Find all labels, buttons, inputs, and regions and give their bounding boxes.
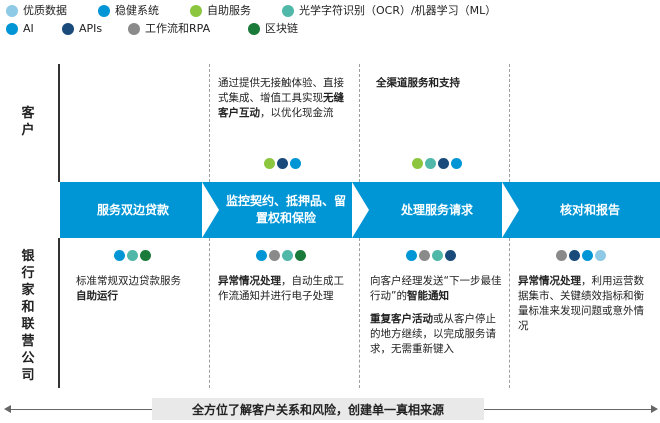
customer-dots-3 <box>412 158 462 169</box>
teal-dot-icon <box>282 5 294 17</box>
row-label-bank: 银行家和联营公司 <box>21 249 35 383</box>
navy-dot-icon <box>277 158 288 169</box>
blue-dot-icon <box>582 250 593 261</box>
blue-dot-icon <box>114 250 125 261</box>
legend-label: 稳健系统 <box>115 4 159 17</box>
legend-label: APIs <box>79 22 103 35</box>
bank-dots-3 <box>406 250 456 261</box>
legend-item-robust-systems: 稳健系统 <box>98 4 159 18</box>
teal-dot-icon <box>425 158 436 169</box>
stage-reconcile-report: 核对和报告 <box>559 202 620 217</box>
customer-dots-2 <box>264 158 301 169</box>
legend-label: 优质数据 <box>23 4 67 17</box>
legend-label: 工作流和RPA <box>145 22 211 35</box>
bank-cell-2: 异常情况处理，自动生成工作流通知并进行电子处理 <box>218 275 344 302</box>
green-dot-icon <box>190 5 202 17</box>
left-divider-bottom <box>58 238 60 388</box>
navy-dot-icon <box>62 23 74 35</box>
legend-item-workflow-rpa: 工作流和RPA <box>128 22 210 36</box>
bank-dots-4 <box>556 250 606 261</box>
gray-dot-icon <box>556 250 567 261</box>
arrow-left-icon <box>4 405 11 413</box>
legend-label: 区块链 <box>265 22 298 35</box>
column-divider <box>209 238 210 388</box>
green-dot-icon <box>264 158 275 169</box>
gray-dot-icon <box>128 23 140 35</box>
teal-dot-icon <box>282 250 293 261</box>
stage-service-loans: 服务双边贷款 <box>96 202 169 217</box>
legend-label: 自助服务 <box>207 4 251 17</box>
row-label-customer: 客户 <box>21 106 35 138</box>
customer-cell-3: 全渠道服务和支持 <box>376 77 460 89</box>
legend-item-self-service: 自助服务 <box>190 4 251 18</box>
blue-dot-icon <box>451 158 462 169</box>
left-divider-top <box>58 64 60 182</box>
stage-monitor-covenants: 监控契约、抵押品、留置权和保险 <box>226 194 347 225</box>
navy-dot-icon <box>569 250 580 261</box>
bank-cell-4: 异常情况处理，利用运营数据集市、关键绩效指标和衡量标准来发现问题或意外情况 <box>518 275 644 332</box>
bank-cell-3: 向客户经理发送“下一步最佳行动”的智能通知 重复客户活动或从客户停止的地方继续，… <box>370 275 502 355</box>
column-divider <box>509 238 510 388</box>
blue-dot-icon <box>290 158 301 169</box>
chevron-right-icon <box>502 182 519 238</box>
blue-dot-icon <box>256 250 267 261</box>
legend-item-quality-data: 优质数据 <box>6 4 67 18</box>
bank-dots-1 <box>114 250 151 261</box>
column-divider <box>359 64 360 182</box>
legend-label: AI <box>23 22 34 35</box>
column-divider <box>509 64 510 182</box>
bank-dots-2 <box>256 250 306 261</box>
green-dot-icon <box>412 158 423 169</box>
legend-item-apis: APIs <box>62 22 102 36</box>
column-divider <box>359 238 360 388</box>
legend-item-ocr-ml: 光学字符识别（OCR）/机器学习（ML） <box>282 4 496 18</box>
bank-cell-1: 标准常规双边贷款服务自助运行 <box>76 275 181 302</box>
legend-item-blockchain: 区块链 <box>248 22 298 36</box>
dark-green-dot-icon <box>248 23 260 35</box>
navy-dot-icon <box>445 250 456 261</box>
blue-dot-icon <box>6 23 18 35</box>
stage-process-requests: 处理服务请求 <box>400 202 473 217</box>
column-divider <box>209 64 210 182</box>
customer-cell-2: 通过提供无接触体验、直接式集成、增值工具实现无缝客户互动，以优化现金流 <box>218 77 344 119</box>
legend-label: 光学字符识别（OCR）/机器学习（ML） <box>299 4 497 17</box>
chevron-right-icon <box>202 182 219 238</box>
arrow-right-icon <box>651 405 658 413</box>
footer-banner: 全方位了解客户关系和风险，创建单一真相来源 <box>152 398 484 420</box>
gray-dot-icon <box>269 250 280 261</box>
dark-green-dot-icon <box>140 250 151 261</box>
dark-green-dot-icon <box>295 250 306 261</box>
teal-dot-icon <box>127 250 138 261</box>
blue-dot-icon <box>406 250 417 261</box>
legend-item-ai: AI <box>6 22 34 36</box>
teal-dot-icon <box>432 250 443 261</box>
light-blue-dot-icon <box>6 5 18 17</box>
gray-dot-icon <box>419 250 430 261</box>
light-blue-dot-icon <box>595 250 606 261</box>
blue-dot-icon <box>98 5 110 17</box>
chevron-right-icon <box>352 182 369 238</box>
navy-dot-icon <box>438 158 449 169</box>
